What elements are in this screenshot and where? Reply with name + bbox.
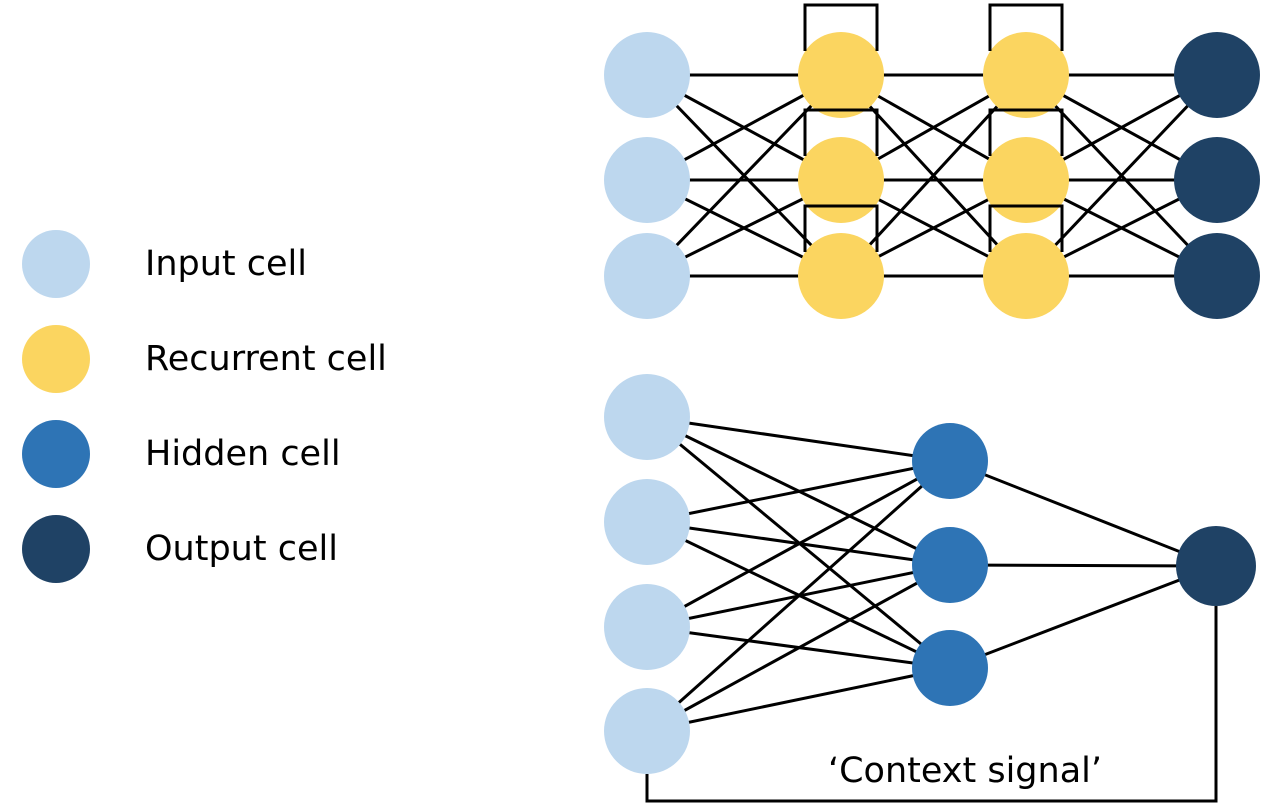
self-loop	[988, 108, 1064, 156]
hidden-cell-swatch	[22, 420, 90, 488]
input-cell-node	[604, 32, 690, 118]
self-loop	[803, 3, 879, 51]
connection-line	[646, 459, 951, 629]
input-cell-node	[604, 584, 690, 670]
context-signal-line	[645, 606, 1218, 803]
recurrent-cell-node	[798, 233, 884, 319]
legend-item-output: Output cell	[22, 515, 387, 583]
input-cell-node	[604, 688, 690, 774]
recurrent-cell-swatch	[22, 325, 90, 393]
self-loop	[988, 3, 1064, 51]
output-cell-label: Output cell	[145, 529, 338, 569]
self-loop	[988, 204, 1064, 252]
output-cell-node	[1174, 233, 1260, 319]
output-cell-node	[1174, 32, 1260, 118]
context-signal-label: ‘Context signal’	[828, 751, 1102, 791]
input-cell-node	[604, 374, 690, 460]
input-cell-swatch	[22, 230, 90, 298]
hidden-cell-node	[912, 630, 988, 706]
input-cell-node	[604, 479, 690, 565]
recurrent-cell-label: Recurrent cell	[145, 339, 387, 379]
legend-item-recurrent: Recurrent cell	[22, 325, 387, 393]
recurrent-cell-node	[983, 137, 1069, 223]
connection-line	[1024, 73, 1219, 278]
connection-line	[646, 415, 951, 463]
recurrent-cell-node	[798, 32, 884, 118]
connection-line	[646, 459, 951, 524]
output-cell-node	[1174, 137, 1260, 223]
self-loop	[803, 204, 879, 252]
output-cell-swatch	[22, 515, 90, 583]
hidden-cell-label: Hidden cell	[145, 434, 341, 474]
connection-line	[949, 564, 1217, 670]
input-cell-node	[604, 233, 690, 319]
recurrent-cell-node	[983, 32, 1069, 118]
recurrent-cell-node	[798, 137, 884, 223]
recurrent-cell-node	[983, 233, 1069, 319]
legend-item-hidden: Hidden cell	[22, 420, 387, 488]
connection-line	[949, 563, 1217, 568]
hidden-cell-node	[912, 527, 988, 603]
output-cell-node	[1176, 526, 1256, 606]
connection-line	[646, 666, 951, 733]
legend: Input cell Recurrent cell Hidden cell Ou…	[22, 230, 387, 610]
legend-item-input: Input cell	[22, 230, 387, 298]
input-cell-node	[604, 137, 690, 223]
hidden-cell-node	[912, 423, 988, 499]
connection-line	[949, 459, 1217, 568]
connection-line	[646, 563, 951, 733]
self-loop	[803, 108, 879, 156]
input-cell-label: Input cell	[145, 244, 307, 284]
connection-line	[646, 459, 951, 733]
